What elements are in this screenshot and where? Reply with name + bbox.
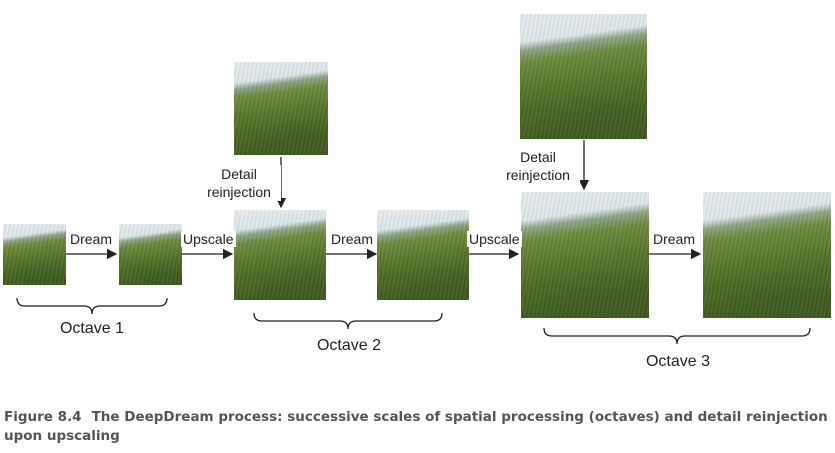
octave2-label: Octave 2 [316, 337, 382, 354]
octave1-label: Octave 1 [59, 320, 125, 337]
octave3-detail-image [520, 14, 647, 139]
octave1-input-image [3, 224, 66, 285]
octave2-dream-image [377, 210, 469, 300]
label-upscale-1: Upscale [181, 231, 236, 247]
octave2-upscaled-image [234, 210, 326, 300]
figure-number: Figure 8.4 [4, 409, 82, 425]
brace-octave2 [253, 312, 443, 330]
octave3-upscaled-image [521, 192, 649, 318]
brace-octave3 [543, 327, 811, 345]
octave3-dream-image [703, 192, 831, 318]
octave2-detail-image [234, 62, 328, 155]
figure-caption-text: The DeepDream process: successive scales… [4, 409, 828, 444]
label-dream-1: Dream [68, 231, 115, 247]
octave1-dream-image [119, 224, 182, 285]
label-reinjection-3: Detail reinjection [496, 148, 580, 184]
label-upscale-2: Upscale [467, 231, 522, 247]
brace-octave1 [16, 297, 168, 315]
octave3-label: Octave 3 [645, 353, 711, 370]
label-dream-2: Dream [329, 231, 376, 247]
label-reinjection-2: Detail reinjection [197, 165, 281, 201]
label-dream-3: Dream [651, 231, 698, 247]
